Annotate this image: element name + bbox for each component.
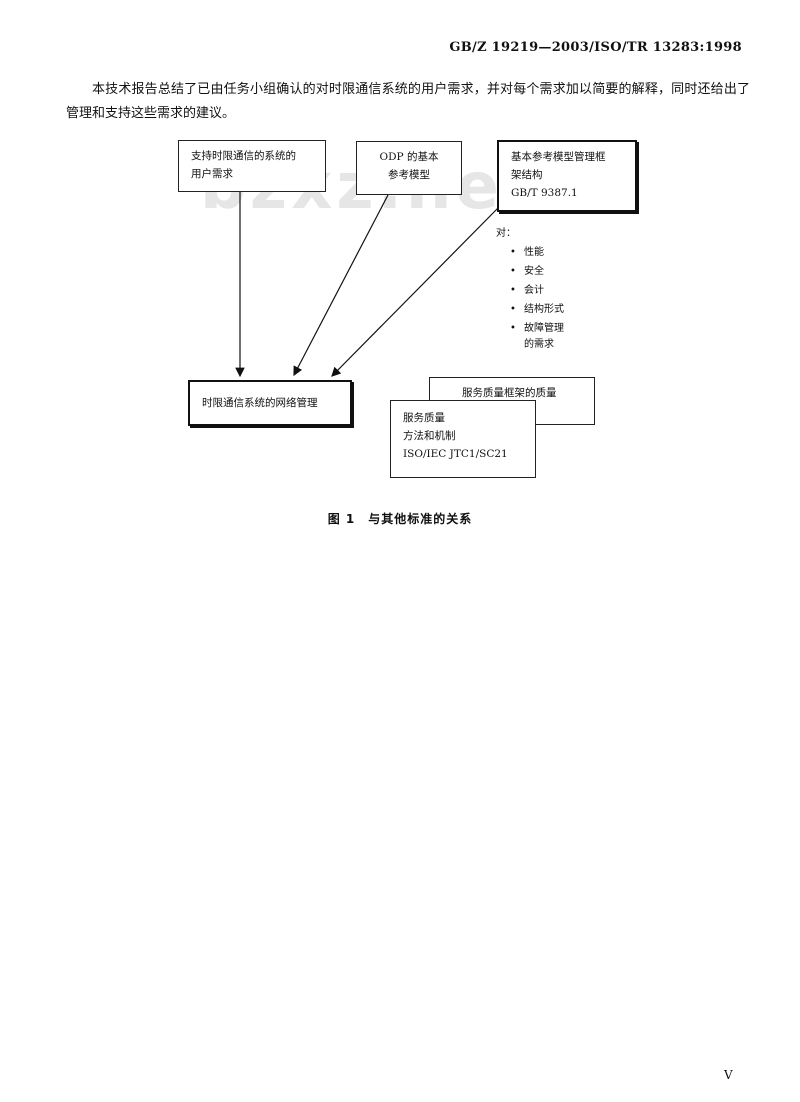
requirement-label: 结构形式 [524, 304, 564, 315]
bullet: • [510, 266, 516, 277]
requirement-item: • 性能 [510, 243, 564, 262]
requirement-continuation: 的需求 [524, 339, 554, 350]
box-odp-reference-model: ODP 的基本 参考模型 [356, 141, 462, 195]
box-line: 参考模型 [388, 169, 430, 181]
requirement-item: • 会计 [510, 281, 564, 300]
box-line: 基本参考模型管理框 [511, 151, 606, 163]
box-line: ISO/IEC JTC1/SC21 [403, 448, 508, 460]
page-number: V [724, 1068, 733, 1082]
box-basic-reference-model-management: 基本参考模型管理框 架结构 GB/T 9387.1 [497, 140, 637, 212]
box-line: 时限通信系统的网络管理 [202, 397, 318, 409]
standard-code-header: GB/Z 19219—2003/ISO/TR 13283:1998 [449, 40, 742, 55]
box-line: ODP 的基本 [379, 151, 439, 163]
arrow-basic-to-netmgmt [331, 205, 501, 377]
box-line: 用户需求 [191, 168, 233, 180]
requirement-label: 故障管理 [524, 323, 564, 334]
requirement-label: 会计 [524, 285, 544, 296]
box-line: 架结构 [511, 169, 543, 181]
box-qos-methods-mechanisms: 服务质量 方法和机制 ISO/IEC JTC1/SC21 [390, 400, 536, 478]
requirements-lead: 对： [496, 228, 516, 239]
arrow-odp-to-netmgmt [293, 194, 389, 377]
box-line: 服务质量 [403, 412, 445, 424]
box-line: 支持时限通信的系统的 [191, 150, 296, 162]
bullet: • [510, 285, 516, 296]
bullet: • [510, 304, 516, 315]
requirement-item: • 结构形式 [510, 300, 564, 319]
requirement-label: 性能 [524, 247, 544, 258]
box-line: 方法和机制 [403, 430, 456, 442]
requirements-list: 对： • 性能 • 安全 • 会计 • 结构形式 • 故障管理 的需求 [496, 224, 564, 354]
requirement-label: 安全 [524, 266, 544, 277]
box-line: GB/T 9387.1 [511, 187, 578, 199]
intro-paragraph: 本技术报告总结了已由任务小组确认的对时限通信系统的用户需求，并对每个需求加以简要… [66, 82, 750, 121]
box-network-management: 时限通信系统的网络管理 [188, 380, 352, 426]
requirement-item: • 故障管理 [510, 319, 564, 338]
requirement-item: • 安全 [510, 262, 564, 281]
bullet: • [510, 247, 516, 258]
bullet: • [510, 323, 516, 334]
box-user-requirements: 支持时限通信的系统的 用户需求 [178, 140, 326, 192]
box-line: 服务质量框架的质量 [462, 387, 557, 399]
figure-caption: 图 1 与其他标准的关系 [327, 512, 473, 526]
